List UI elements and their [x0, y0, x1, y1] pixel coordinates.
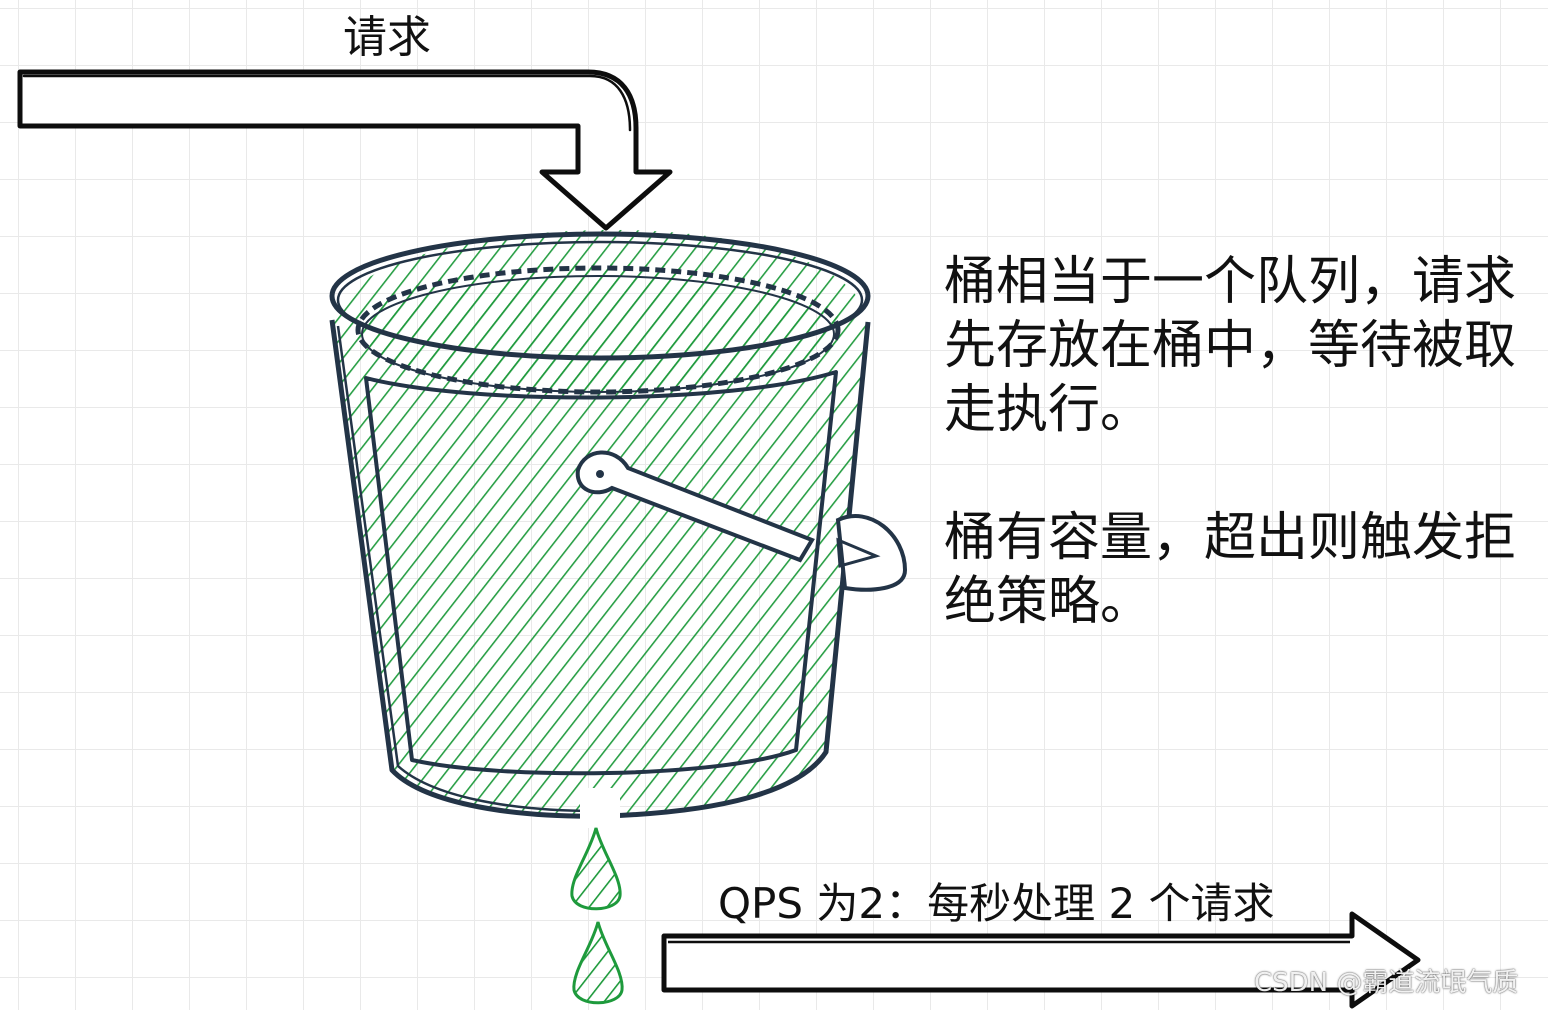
- bucket-handle-icon: [575, 450, 815, 563]
- description-line: 桶相当于一个队列，请求: [944, 252, 1517, 312]
- description-spacer: [944, 442, 1516, 506]
- description-line: 绝策略。: [944, 572, 1153, 632]
- request-label: 请求: [343, 12, 431, 63]
- description-line: 先存放在桶中，等待被取: [944, 316, 1517, 376]
- request-arrow-icon: [17, 69, 673, 231]
- watermark: CSDN @霸道流氓气质: [1254, 968, 1519, 998]
- description-line: 走执行。: [944, 380, 1153, 440]
- qps-label: QPS 为2：每秒处理 2 个请求: [718, 879, 1275, 928]
- output-arrow-icon: [661, 911, 1421, 1009]
- bucket-icon: [329, 229, 908, 828]
- water-drop-icon: [570, 827, 624, 1005]
- bucket-description: 桶相当于一个队列，请求 先存放在桶中，等待被取 走执行。 桶有容量，超出则触发拒…: [944, 250, 1516, 634]
- description-line: 桶有容量，超出则触发拒: [944, 508, 1517, 568]
